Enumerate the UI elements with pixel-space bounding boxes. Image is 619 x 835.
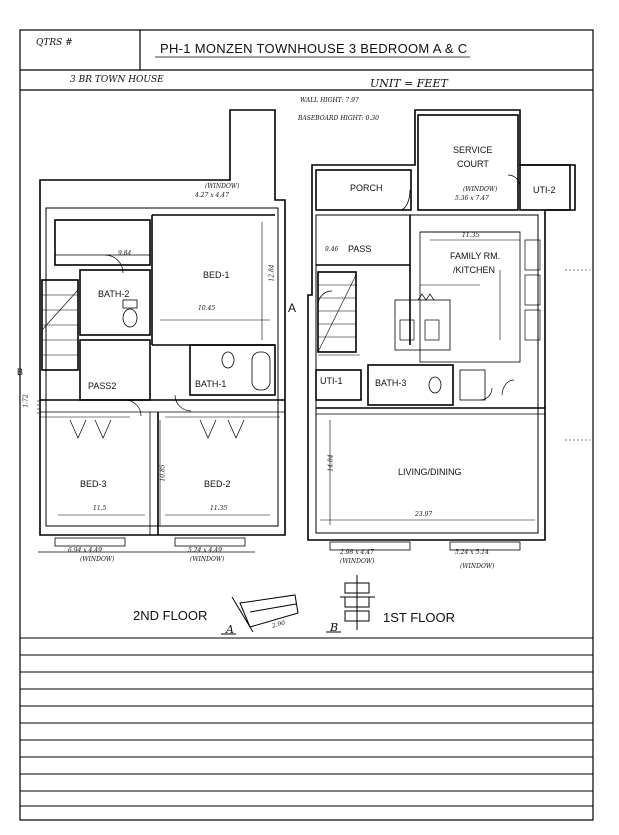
unit-label: UNIT = FEET	[370, 77, 448, 90]
edge-marks	[37, 269, 590, 441]
window-size-living-left: 2.98 x 4.47	[340, 549, 374, 556]
dim-bed2-height: 10.85	[159, 464, 167, 482]
dim-wall-depth: 1.72	[22, 394, 30, 408]
window-label-bed2: (WINDOW)	[190, 556, 225, 563]
second-floor-label: 2ND FLOOR	[133, 608, 208, 623]
dim-family-width: 11.35	[462, 232, 480, 239]
room-service: SERVICE	[453, 145, 493, 155]
window-label-living-right: (WINDOW)	[460, 563, 495, 570]
room-court: COURT	[457, 159, 489, 169]
dim-bed2-width: 11.35	[210, 505, 228, 512]
room-bed-3: BED-3	[80, 479, 107, 489]
room-bath-3: BATH-3	[375, 378, 407, 388]
room-pass: PASS	[348, 244, 372, 254]
window-size-top-left: 4.27 x 4.47	[195, 192, 229, 199]
window-label-living-left: (WINDOW)	[340, 558, 375, 565]
room-uti-2: UTI-2	[533, 185, 556, 195]
dimension-lines	[58, 222, 535, 525]
baseboard-height-label: BASEBOARD HIGHT: 0.30	[298, 115, 379, 122]
room-pass2: PASS2	[88, 381, 117, 391]
detail-marker-b: B	[330, 621, 339, 634]
room-living-dining: LIVING/DINING	[398, 467, 462, 477]
dim-closet-width: 9.84	[118, 250, 132, 257]
wall-height-label: WALL HIGHT: 7.97	[300, 97, 359, 104]
dim-bed1-width: 10.45	[198, 305, 216, 312]
dim-living-width: 23.97	[415, 511, 433, 518]
window-label-bed3: (WINDOW)	[80, 556, 115, 563]
section-marker-a: A	[288, 301, 297, 315]
window-label-top-left: (WINDOW)	[205, 183, 240, 190]
dim-bed1-height: 12.84	[268, 264, 276, 282]
page-title: PH-1 MONZEN TOWNHOUSE 3 BEDROOM A & C	[160, 41, 468, 56]
room-uti-1: UTI-1	[320, 376, 343, 386]
room-porch: PORCH	[350, 183, 383, 193]
window-size-bed2: 5.24 x 4.49	[188, 547, 222, 554]
detail-marker-a: A	[226, 623, 234, 636]
first-floor-plan	[307, 109, 576, 551]
window-size-living-right: 5.24 x 5.14	[455, 549, 489, 556]
window-size-service: 5.36 x 7.47	[455, 195, 489, 202]
room-family: FAMILY RM.	[450, 251, 501, 261]
section-details	[221, 575, 375, 635]
dim-pass-width: 9.46	[325, 246, 339, 253]
section-marker-b: B	[17, 367, 24, 377]
first-floor-label: 1ST FLOOR	[383, 610, 456, 625]
room-bed-2: BED-2	[204, 479, 231, 489]
room-bed-1: BED-1	[203, 270, 230, 280]
window-label-service: (WINDOW)	[463, 186, 498, 193]
sheet-subtitle: 3 BR TOWN HOUSE	[70, 75, 164, 85]
window-size-bed3: 6.94 x 4.49	[68, 547, 102, 554]
room-kitchen: /KITCHEN	[453, 265, 496, 275]
room-bath-1: BATH-1	[195, 379, 227, 389]
ruled-lines	[20, 637, 593, 807]
second-floor-plan	[38, 109, 286, 553]
room-bath-2: BATH-2	[98, 289, 130, 299]
dim-bed3-width: 11.5	[93, 505, 107, 512]
qtrs-label: QTRS #	[36, 38, 73, 48]
dim-living-height: 14.84	[327, 454, 335, 472]
form-frame	[19, 29, 594, 821]
